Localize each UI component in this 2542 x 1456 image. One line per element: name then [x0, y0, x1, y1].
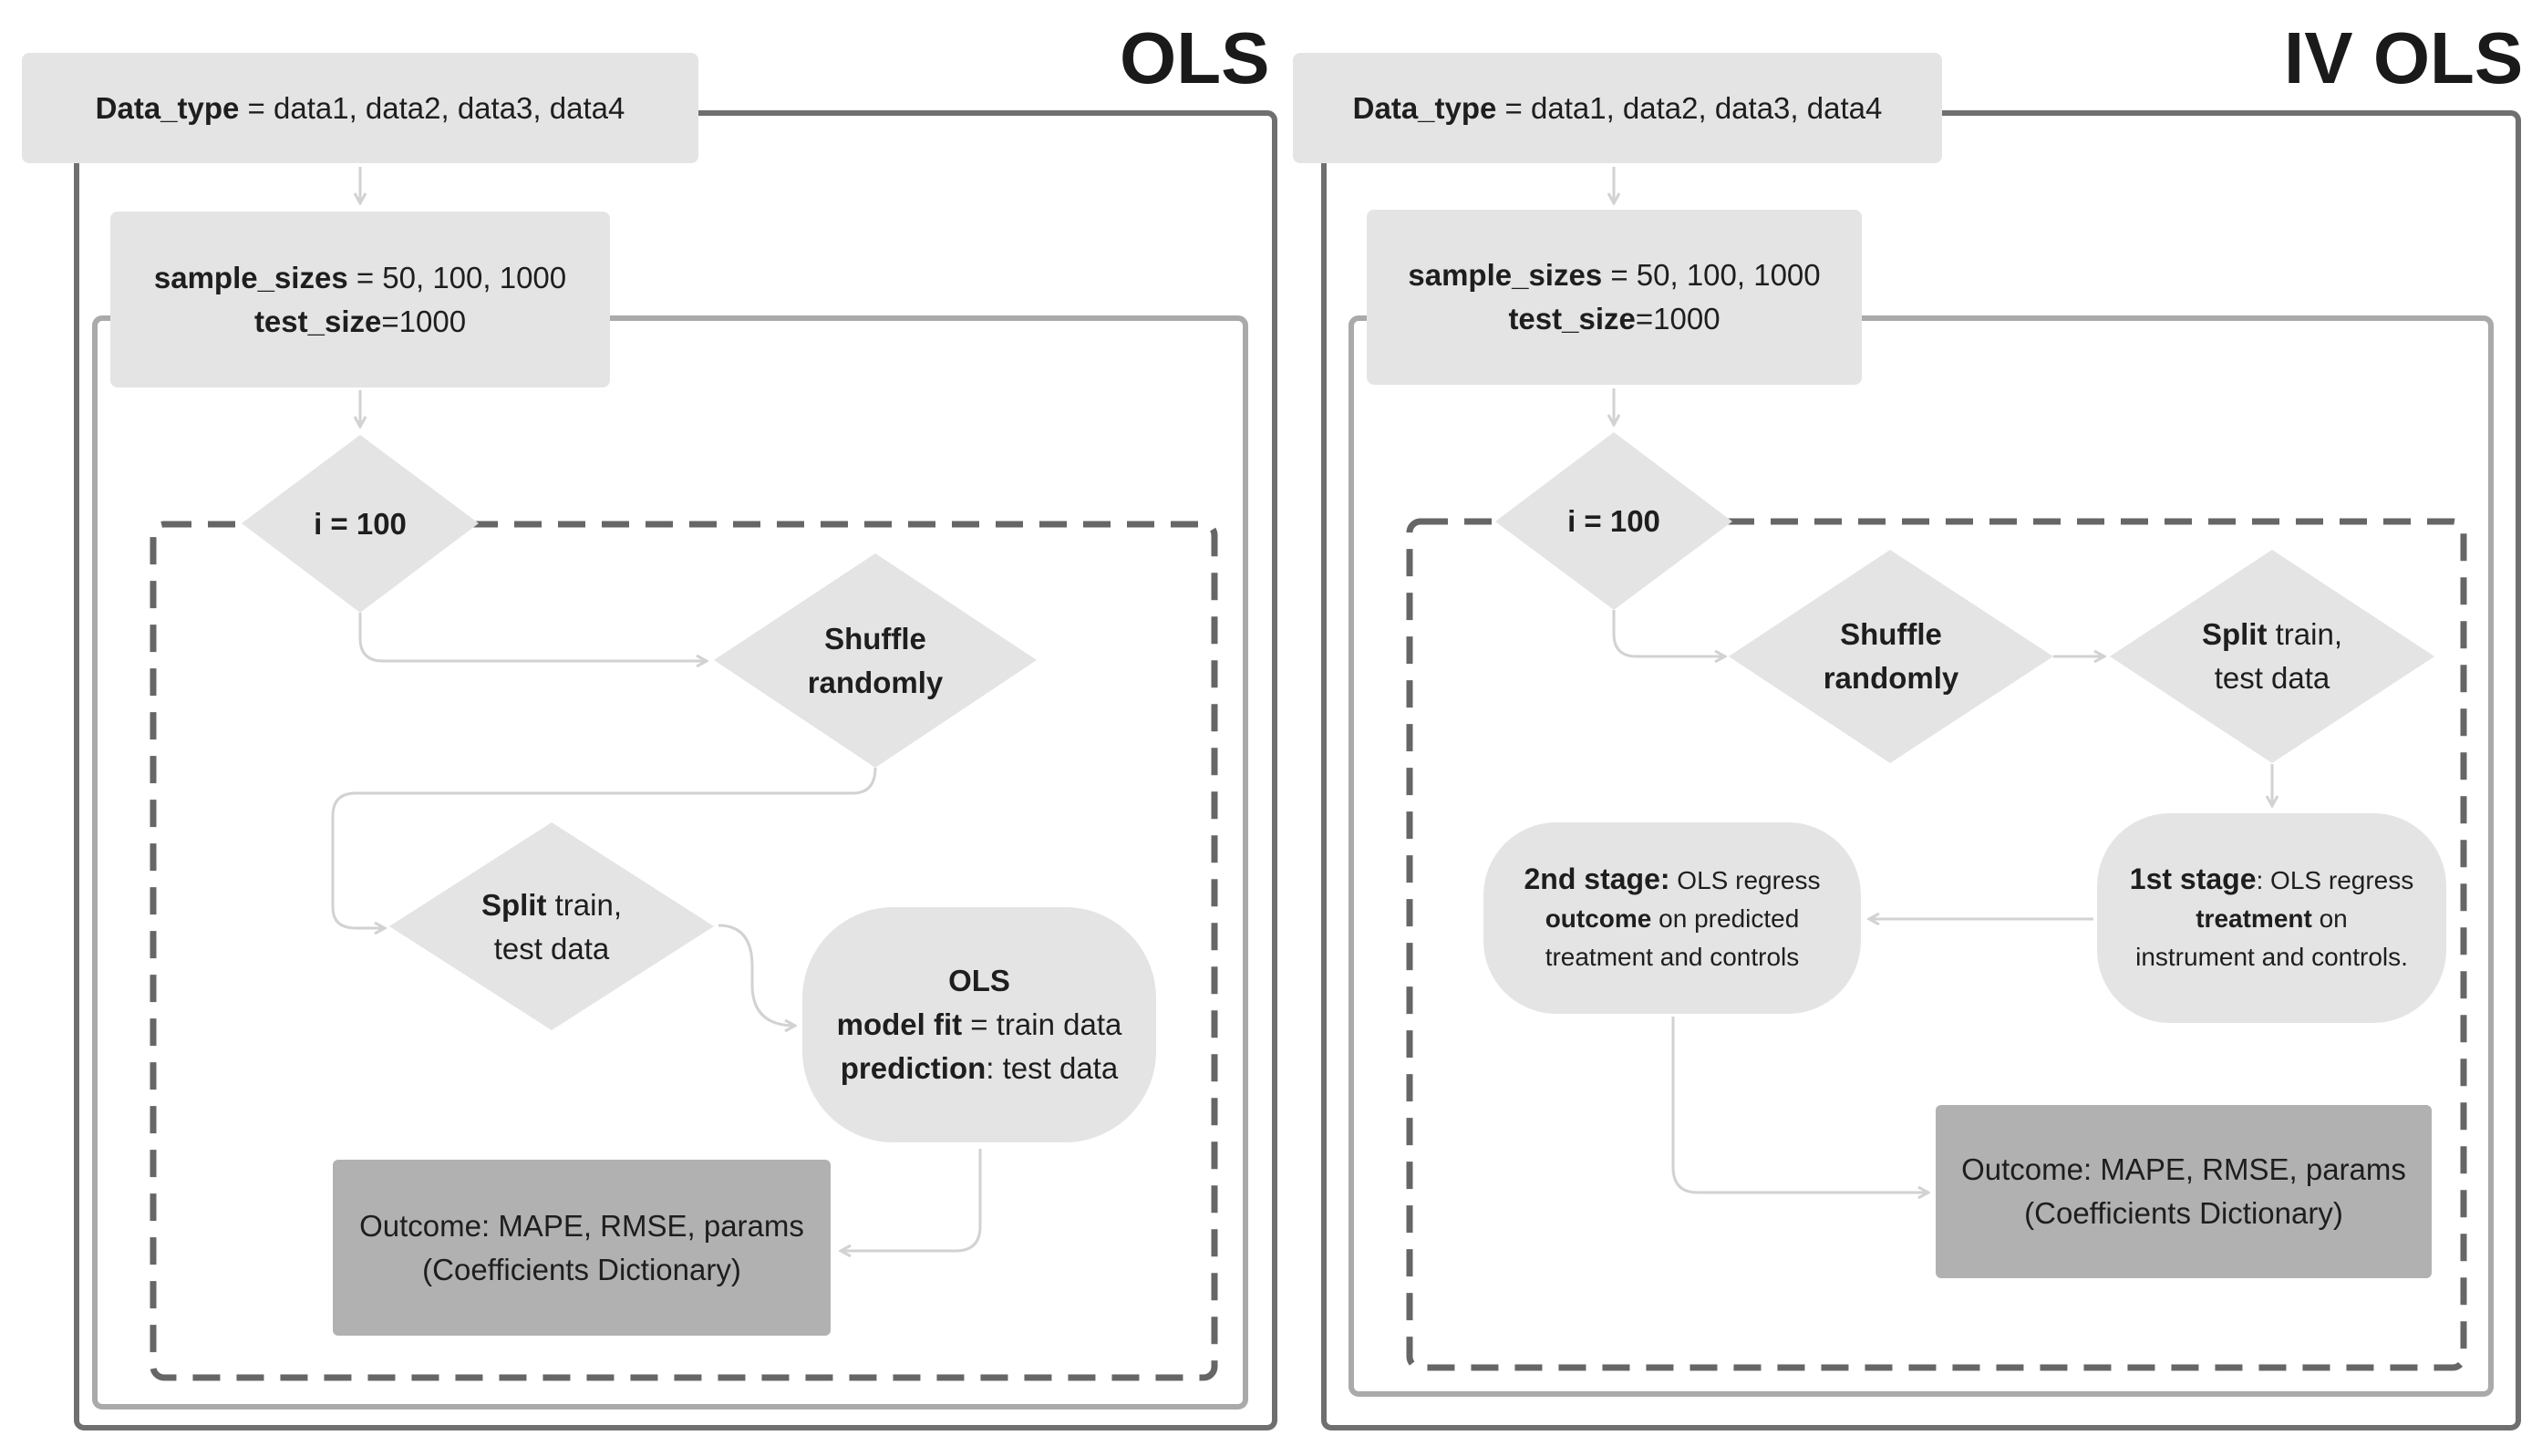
iv-loop-frame — [1406, 518, 2467, 1371]
ols-model-fit-key: model fit — [836, 1007, 963, 1041]
iv-second-stage-line3: treatment and controls — [1545, 943, 1800, 971]
ols-split-rest: train, — [546, 888, 623, 922]
iv-data-type-key: Data_type — [1352, 90, 1497, 125]
ols-model-fit-value: = train data — [962, 1007, 1122, 1041]
iv-first-stage-bold1: 1st stage — [2129, 862, 2257, 895]
ols-outcome-box: Outcome: MAPE, RMSE, params (Coefficient… — [333, 1160, 831, 1336]
iv-split-rest: train, — [2267, 617, 2343, 651]
ols-model-title: OLS — [948, 964, 1010, 997]
ols-split-diamond — [389, 822, 714, 1030]
ols-outcome-line2: (Coefficients Dictionary) — [422, 1252, 741, 1286]
iv-inner-frame — [1348, 315, 2494, 1397]
iv-first-stage-rest1: : OLS regress — [2256, 866, 2414, 894]
iv-first-stage-box: 1st stage: OLS regress treatment on inst… — [2097, 813, 2446, 1023]
iv-loop-diamond — [1495, 432, 1732, 610]
ols-shuffle-diamond — [714, 553, 1037, 768]
ols-title: OLS — [1120, 17, 1270, 98]
ols-test-size-value: =1000 — [381, 304, 467, 338]
ols-arrow-loop-to-shuffle — [358, 613, 707, 661]
ols-arrow-split-to-model — [718, 924, 795, 1026]
ols-split-line2: test data — [493, 932, 610, 966]
ols-model-box: OLS model fit = train data prediction: t… — [802, 907, 1156, 1142]
ols-prediction-value: : test data — [986, 1051, 1119, 1085]
iv-test-size-key: test_size — [1508, 302, 1636, 336]
ols-loop-diamond — [242, 435, 479, 613]
ols-arrow-model-to-outcome — [841, 1149, 982, 1251]
iv-shuffle-diamond — [1729, 550, 2053, 763]
ols-shuffle-line1: Shuffle — [824, 622, 926, 656]
iv-shuffle-line1: Shuffle — [1840, 617, 1942, 651]
ols-data-type-value: = data1, data2, data3, data4 — [239, 90, 625, 125]
iv-second-stage-rest1: OLS regress — [1669, 866, 1821, 894]
ols-loop-label: i = 100 — [314, 507, 407, 541]
iv-outcome-line2: (Coefficients Dictionary) — [2024, 1196, 2343, 1230]
iv-first-stage-rest2: on — [2311, 904, 2348, 933]
iv-arrow-second-to-outcome — [1671, 1017, 1928, 1193]
ols-outcome-line1: Outcome: MAPE, RMSE, params — [359, 1208, 804, 1243]
ols-sample-sizes-value: = 50, 100, 1000 — [347, 260, 567, 294]
iv-split-diamond — [2110, 550, 2434, 763]
ols-prediction-key: prediction — [840, 1051, 987, 1085]
iv-second-stage-bold2: outcome — [1545, 904, 1652, 933]
iv-outcome-line1: Outcome: MAPE, RMSE, params — [1961, 1152, 2406, 1186]
iv-first-stage-line3: instrument and controls. — [2135, 943, 2408, 971]
ols-split-bold: Split — [480, 888, 547, 922]
ols-sample-sizes-key: sample_sizes — [153, 260, 348, 294]
iv-second-stage-box: 2nd stage: OLS regress outcome on predic… — [1483, 822, 1861, 1014]
iv-sample-sizes-value: = 50, 100, 1000 — [1602, 258, 1821, 292]
iv-loop-label: i = 100 — [1567, 504, 1660, 538]
ols-data-type-box: Data_type = data1, data2, data3, data4 — [22, 53, 698, 163]
ols-shuffle-label: Shuffle randomly — [714, 611, 1037, 711]
iv-shuffle-line2: randomly — [1823, 661, 1959, 695]
iv-sample-sizes-key: sample_sizes — [1408, 258, 1603, 292]
iv-split-line2: test data — [2214, 661, 2330, 695]
ols-shuffle-line2: randomly — [807, 666, 944, 699]
ols-test-size-key: test_size — [253, 304, 382, 338]
ols-sample-box: sample_sizes = 50, 100, 1000 test_size=1… — [110, 212, 610, 387]
ols-inner-frame — [92, 315, 1248, 1410]
iv-second-stage-rest2: on predicted — [1651, 904, 1800, 933]
iv-test-size-value: =1000 — [1635, 302, 1720, 336]
ols-loop-frame — [150, 521, 1218, 1381]
iv-arrow-loop-to-shuffle — [1612, 610, 1725, 656]
iv-first-stage-bold2: treatment — [2196, 904, 2312, 933]
iv-outcome-box: Outcome: MAPE, RMSE, params (Coefficient… — [1936, 1105, 2432, 1278]
iv-sample-box: sample_sizes = 50, 100, 1000 test_size=1… — [1367, 210, 1862, 385]
iv-split-bold: Split — [2201, 617, 2268, 651]
ols-arrow-shuffle-to-split — [331, 767, 877, 928]
iv-shuffle-label: Shuffle randomly — [1729, 606, 2053, 707]
ols-split-label: Split train, test data — [389, 877, 714, 977]
iv-split-label: Split train, test data — [2110, 606, 2434, 707]
ols-data-type-key: Data_type — [95, 90, 240, 125]
iv-data-type-value: = data1, data2, data3, data4 — [1496, 90, 1883, 125]
iv-title: IV OLS — [2284, 17, 2524, 98]
iv-data-type-box: Data_type = data1, data2, data3, data4 — [1293, 53, 1942, 163]
iv-second-stage-bold1: 2nd stage: — [1524, 862, 1670, 895]
